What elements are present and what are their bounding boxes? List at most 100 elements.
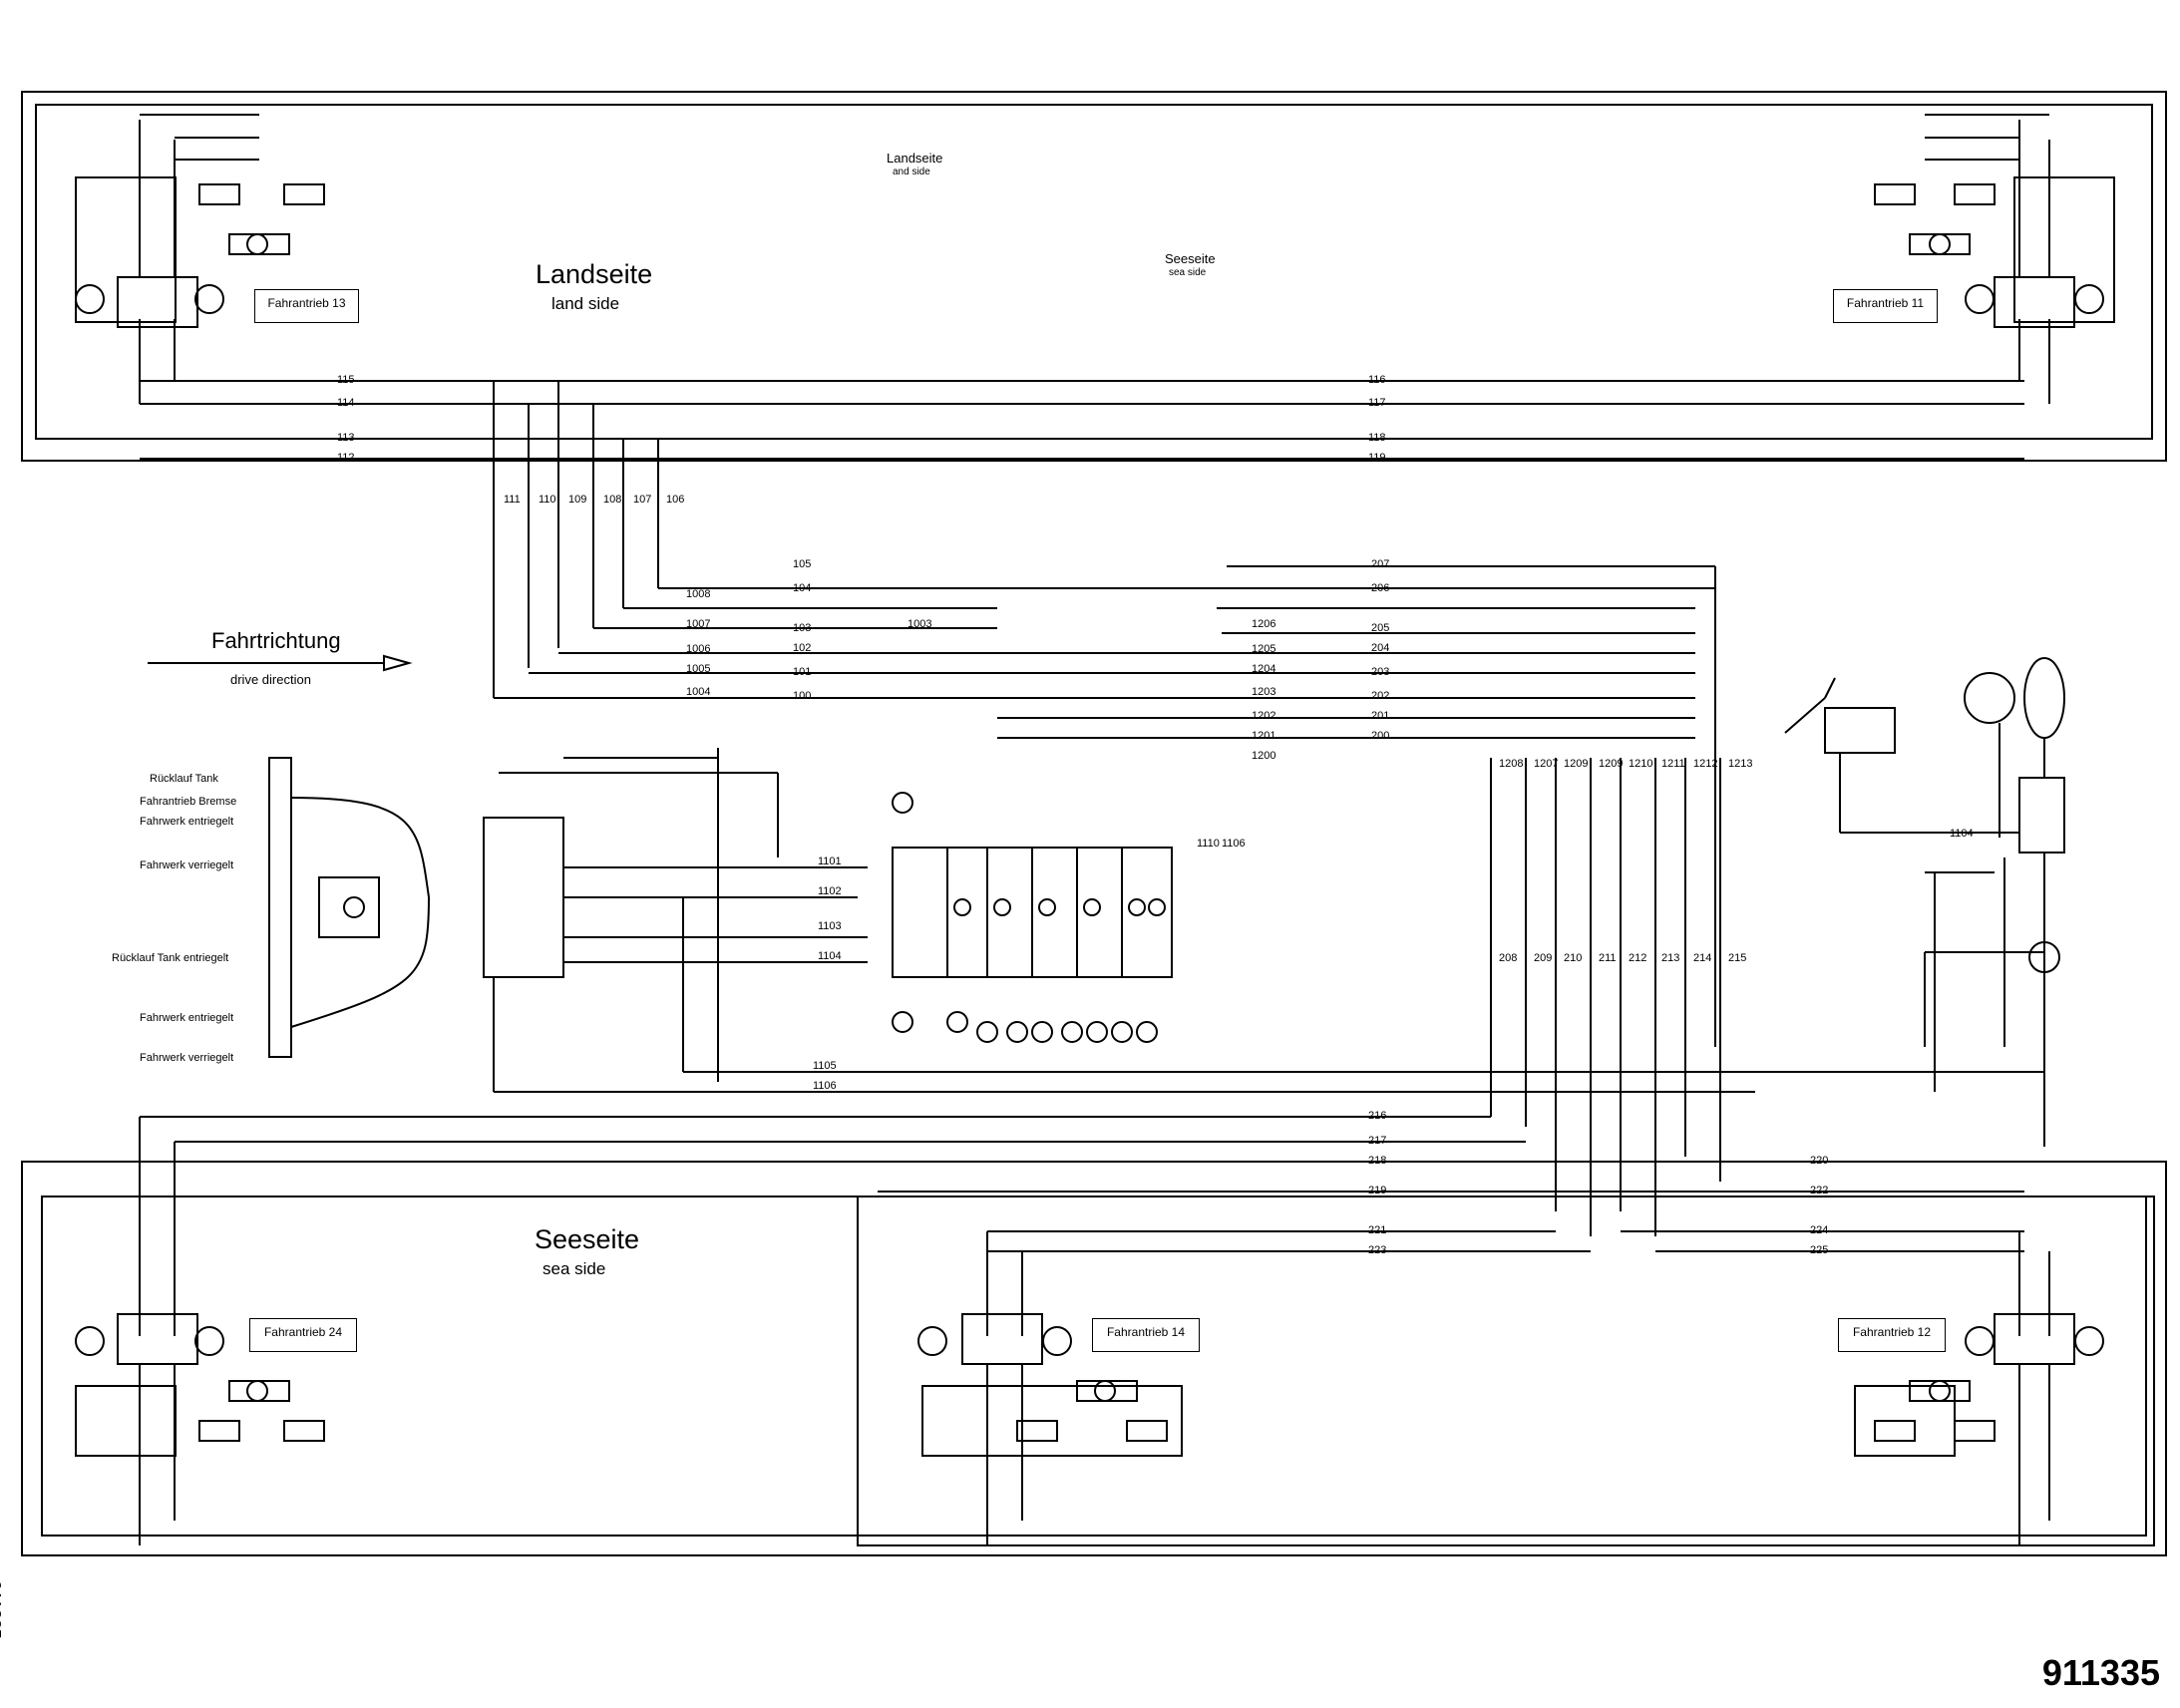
line-code: 219 [1368, 1185, 1387, 1196]
line-code: 212 [1629, 952, 1647, 964]
line-code: 1004 [686, 686, 711, 698]
line-code: 225 [1810, 1244, 1829, 1256]
drive-box-13: Fahrantrieb 13 [254, 289, 359, 323]
line-code: 216 [1368, 1110, 1387, 1122]
drive-box-24: Fahrantrieb 24 [249, 1318, 357, 1352]
connector-label: Fahrwerk entriegelt [140, 1012, 234, 1024]
drive-cluster-top-left [75, 91, 325, 404]
line-code: 1200 [1252, 750, 1276, 762]
drive-cluster-top-right [1874, 91, 2104, 404]
line-code: 1105 [813, 1060, 837, 1072]
line-code: 1211 [1661, 758, 1685, 770]
seeseite-title: Seeseite [535, 1224, 640, 1254]
line-code: 1006 [686, 643, 711, 655]
line-code: 108 [603, 494, 622, 506]
line-code: 1206 [1252, 618, 1276, 630]
drive-cluster-bottom-right [1874, 1313, 2104, 1545]
line-code: 220 [1810, 1155, 1829, 1167]
line-code: 103 [793, 622, 812, 634]
line-code: 1201 [1252, 730, 1276, 742]
sea-side-loops [21, 1116, 2167, 1556]
landseite-top-subtitle: and side [893, 167, 930, 177]
seeseite-top-title: Seeseite [1165, 251, 1216, 266]
line-code: 1205 [1252, 643, 1276, 655]
connector-label: Fahrwerk entriegelt [140, 816, 234, 828]
line-code: 1008 [686, 588, 711, 600]
line-code: 1208 [1499, 758, 1524, 770]
line-code: 111 [504, 494, 521, 506]
line-code: 208 [1499, 952, 1518, 964]
direction-subtitle: drive direction [230, 672, 311, 687]
line-code: 215 [1728, 952, 1747, 964]
line-code: 211 [1599, 952, 1617, 964]
line-code: 210 [1564, 952, 1583, 964]
connector-label: Fahrwerk verriegelt [140, 1052, 234, 1064]
line-code: 214 [1693, 952, 1712, 964]
drive-11-label: Fahrantrieb 11 [1846, 296, 1925, 310]
connector-label: Fahrwerk verriegelt [140, 859, 234, 871]
land-side-loops [21, 91, 2167, 462]
line-code: 110 [539, 494, 556, 506]
line-code: 1103 [818, 920, 842, 932]
line-code: 116 [1368, 374, 1386, 386]
line-code: 203 [1371, 666, 1390, 678]
line-code: 105 [793, 558, 812, 570]
line-code: 118 [1368, 432, 1386, 444]
line-code: 1204 [1252, 663, 1276, 675]
line-code: 209 [1534, 952, 1553, 964]
line-code: 1104 [1950, 828, 1974, 840]
line-code: 1209 [1599, 758, 1624, 770]
line-code: 102 [793, 642, 812, 654]
drive-12-label: Fahrantrieb 12 [1852, 1325, 1932, 1339]
side-document-number: 911335 [0, 1580, 4, 1639]
line-code: 200 [1371, 730, 1390, 742]
line-code: 204 [1371, 642, 1390, 654]
seeseite-top-subtitle: sea side [1169, 267, 1207, 278]
line-code: 218 [1368, 1155, 1387, 1167]
line-code: 1106 [813, 1080, 837, 1092]
land-crossover [493, 381, 1716, 1047]
line-code: 223 [1368, 1244, 1387, 1256]
line-code: 1213 [1728, 758, 1753, 770]
line-code: 114 [337, 397, 355, 409]
line-code: 1202 [1252, 710, 1276, 722]
landseite-subtitle: land side [551, 294, 620, 313]
line-code: 112 [337, 452, 355, 464]
line-code: 1106 [1222, 838, 1246, 850]
connector-label: Rücklauf Tank entriegelt [112, 952, 229, 964]
connector-label: Rücklauf Tank [150, 773, 218, 785]
left-manifold [268, 748, 2044, 1093]
line-code: 1003 [908, 618, 932, 630]
line-code: 117 [1368, 397, 1386, 409]
line-code: 221 [1368, 1224, 1387, 1236]
control-valve-block [892, 792, 1173, 1043]
right-verticals [1490, 758, 1721, 1236]
line-code: 207 [1371, 558, 1390, 570]
connector-label: Fahrantrieb Bremse [140, 796, 237, 808]
landseite-title: Landseite [536, 259, 653, 289]
landseite-top-title: Landseite [887, 151, 943, 166]
pump-section [1784, 657, 2065, 1147]
line-code: 1007 [686, 618, 711, 630]
line-code: 1104 [818, 950, 842, 962]
line-code: 109 [568, 494, 587, 506]
line-code: 113 [337, 432, 355, 444]
line-code: 1207 [1534, 758, 1559, 770]
drive-cluster-bottom-middle [917, 1313, 1168, 1545]
line-code: 217 [1368, 1135, 1387, 1147]
line-code: 206 [1371, 582, 1390, 594]
drive-13-label: Fahrantrieb 13 [267, 296, 346, 310]
direction-arrow [148, 654, 413, 672]
line-code: 1005 [686, 663, 711, 675]
drive-box-12: Fahrantrieb 12 [1838, 1318, 1946, 1352]
line-code: 1210 [1629, 758, 1653, 770]
drive-box-14: Fahrantrieb 14 [1092, 1318, 1200, 1352]
line-code: 115 [337, 374, 355, 386]
line-code: 100 [793, 690, 812, 702]
document-number: 911335 [2041, 1652, 2160, 1693]
drive-box-11: Fahrantrieb 11 [1833, 289, 1938, 323]
line-code: 1212 [1693, 758, 1718, 770]
seeseite-subtitle: sea side [543, 1259, 606, 1278]
line-code: 224 [1810, 1224, 1829, 1236]
